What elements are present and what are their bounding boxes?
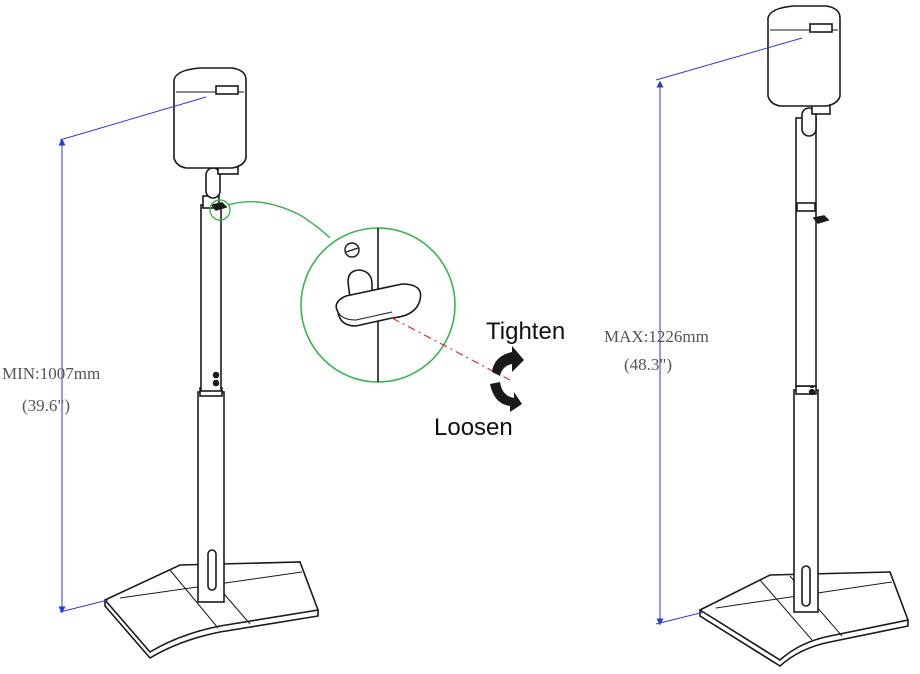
- pole-lower-left: [197, 387, 225, 603]
- min-dimension-label: MIN:1007mm: [2, 364, 101, 383]
- speaker-left: [173, 67, 247, 169]
- max-inch-label: (48.3"): [624, 355, 673, 374]
- dimension-max: [655, 37, 803, 626]
- detail-callout: [209, 199, 456, 383]
- loosen-label: Loosen: [434, 414, 513, 441]
- max-dimension-label: MAX:1226mm: [604, 327, 709, 346]
- min-inch-label: (39.6"): [22, 396, 71, 415]
- rotation-axis: [391, 317, 511, 381]
- tension-knob-left: [210, 202, 228, 211]
- stand-max: [698, 5, 910, 667]
- speaker-right: [767, 5, 841, 107]
- dimension-min: [58, 96, 207, 614]
- stand-min: [103, 67, 320, 660]
- rotation-arrow-icon: [490, 346, 524, 412]
- pole-lower-right: [793, 381, 819, 613]
- pole-upper-right: [795, 117, 830, 387]
- base-plate-left: [103, 561, 320, 660]
- knob-detail: [335, 269, 422, 327]
- tighten-label: Tighten: [486, 318, 566, 345]
- pole-upper-left: [200, 195, 222, 392]
